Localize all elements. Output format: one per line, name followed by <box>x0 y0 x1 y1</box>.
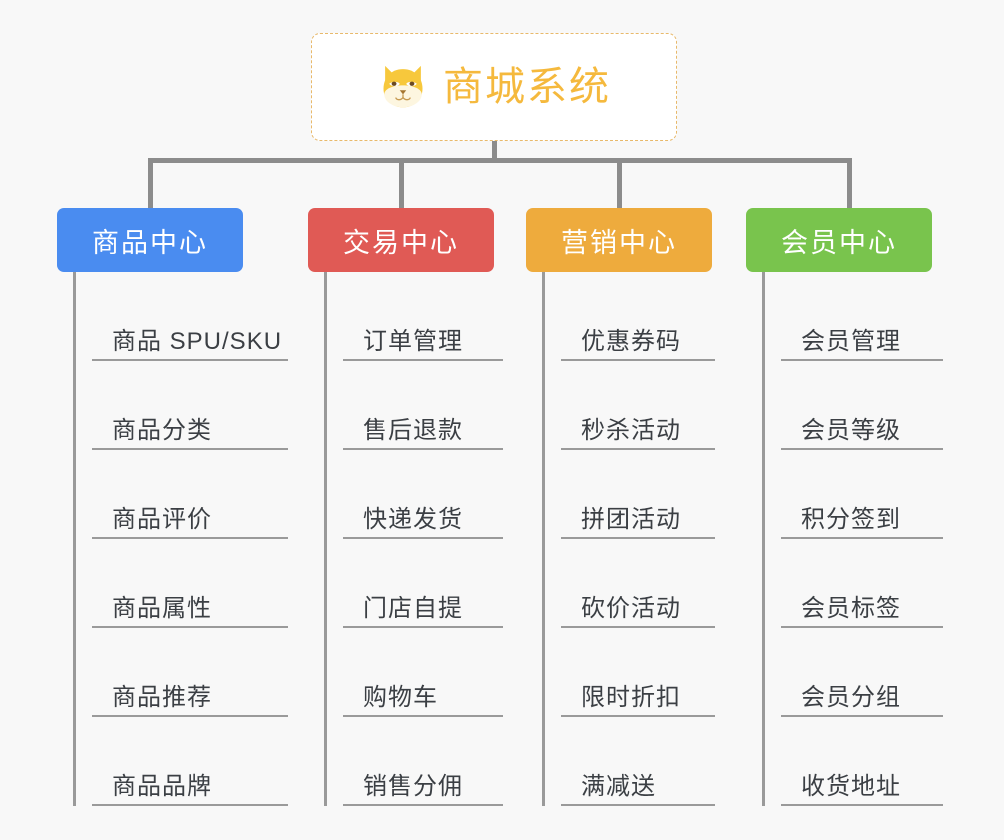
list-item-label: 门店自提 <box>363 594 463 622</box>
list-item-label: 商品分类 <box>112 416 212 444</box>
list-item[interactable]: 会员分组 <box>781 628 943 717</box>
list-item[interactable]: 商品 SPU/SKU <box>92 272 288 361</box>
list-item-label: 商品 SPU/SKU <box>112 327 283 355</box>
connector-drop-branch-1 <box>148 158 153 210</box>
list-item[interactable]: 优惠券码 <box>561 272 715 361</box>
list-item-label: 商品推荐 <box>112 683 212 711</box>
connector-drop-branch-4 <box>847 158 852 210</box>
list-item[interactable]: 秒杀活动 <box>561 361 715 450</box>
list-item[interactable]: 商品属性 <box>92 539 288 628</box>
list-item[interactable]: 售后退款 <box>343 361 503 450</box>
connector-root-stem <box>492 141 497 163</box>
list-item-label: 会员等级 <box>801 416 901 444</box>
list-item-label: 满减送 <box>581 772 656 800</box>
shiba-dog-face-icon <box>383 65 423 108</box>
list-item[interactable]: 积分签到 <box>781 450 943 539</box>
connector-horizontal-bus <box>148 158 852 163</box>
branch-title-member: 会员中心 <box>781 227 897 258</box>
list-item[interactable]: 收货地址 <box>781 717 943 806</box>
list-item[interactable]: 会员管理 <box>781 272 943 361</box>
list-item-label: 收货地址 <box>801 772 901 800</box>
branch-header-marketing[interactable]: 营销中心 <box>526 208 712 272</box>
connector-drop-branch-3 <box>617 158 622 210</box>
list-item-label: 会员标签 <box>801 594 901 622</box>
list-item-label: 砍价活动 <box>581 594 681 622</box>
list-item[interactable]: 砍价活动 <box>561 539 715 628</box>
branch-header-member[interactable]: 会员中心 <box>746 208 932 272</box>
list-item-label: 商品品牌 <box>112 772 212 800</box>
branch-title-product: 商品中心 <box>92 227 208 258</box>
list-item-label: 会员管理 <box>801 327 901 355</box>
list-item[interactable]: 销售分佣 <box>343 717 503 806</box>
list-item-label: 商品属性 <box>112 594 212 622</box>
list-item-label: 快递发货 <box>363 505 463 533</box>
branch-title-trade: 交易中心 <box>343 227 459 258</box>
list-item-label: 拼团活动 <box>581 505 681 533</box>
branch-header-product[interactable]: 商品中心 <box>57 208 243 272</box>
list-item[interactable]: 快递发货 <box>343 450 503 539</box>
branch-item-list-member: 会员管理 会员等级 积分签到 会员标签 会员分组 收货地址 <box>762 272 943 806</box>
list-item[interactable]: 门店自提 <box>343 539 503 628</box>
connector-drop-branch-2 <box>399 158 404 210</box>
branch-item-list-marketing: 优惠券码 秒杀活动 拼团活动 砍价活动 限时折扣 满减送 <box>542 272 715 806</box>
list-item[interactable]: 商品推荐 <box>92 628 288 717</box>
branch-item-list-trade: 订单管理 售后退款 快递发货 门店自提 购物车 销售分佣 <box>324 272 503 806</box>
list-item-label: 订单管理 <box>363 327 463 355</box>
list-item-label: 售后退款 <box>363 416 463 444</box>
list-item[interactable]: 限时折扣 <box>561 628 715 717</box>
list-item[interactable]: 商品品牌 <box>92 717 288 806</box>
list-item-label: 销售分佣 <box>363 772 463 800</box>
branch-column-marketing: 营销中心 优惠券码 秒杀活动 拼团活动 砍价活动 限时折扣 满减送 <box>526 208 715 806</box>
root-title: 商城系统 <box>443 65 611 109</box>
branch-column-trade: 交易中心 订单管理 售后退款 快递发货 门店自提 购物车 销售分佣 <box>308 208 503 806</box>
branch-title-marketing: 营销中心 <box>561 227 677 258</box>
list-item[interactable]: 商品评价 <box>92 450 288 539</box>
list-item[interactable]: 会员等级 <box>781 361 943 450</box>
branch-item-list-product: 商品 SPU/SKU 商品分类 商品评价 商品属性 商品推荐 商品品牌 <box>73 272 288 806</box>
list-item-label: 商品评价 <box>112 505 212 533</box>
list-item-label: 会员分组 <box>801 683 901 711</box>
list-item-label: 购物车 <box>363 683 438 711</box>
list-item-label: 优惠券码 <box>581 327 681 355</box>
list-item[interactable]: 拼团活动 <box>561 450 715 539</box>
list-item[interactable]: 商品分类 <box>92 361 288 450</box>
list-item[interactable]: 购物车 <box>343 628 503 717</box>
root-node[interactable]: 商城系统 <box>311 33 677 141</box>
list-item[interactable]: 会员标签 <box>781 539 943 628</box>
branch-column-product: 商品中心 商品 SPU/SKU 商品分类 商品评价 商品属性 商品推荐 商品品牌 <box>57 208 288 806</box>
list-item-label: 积分签到 <box>801 505 901 533</box>
list-item-label: 秒杀活动 <box>581 416 681 444</box>
list-item[interactable]: 满减送 <box>561 717 715 806</box>
list-item-label: 限时折扣 <box>581 683 681 711</box>
branch-column-member: 会员中心 会员管理 会员等级 积分签到 会员标签 会员分组 收货地址 <box>746 208 943 806</box>
branch-header-trade[interactable]: 交易中心 <box>308 208 494 272</box>
list-item[interactable]: 订单管理 <box>343 272 503 361</box>
